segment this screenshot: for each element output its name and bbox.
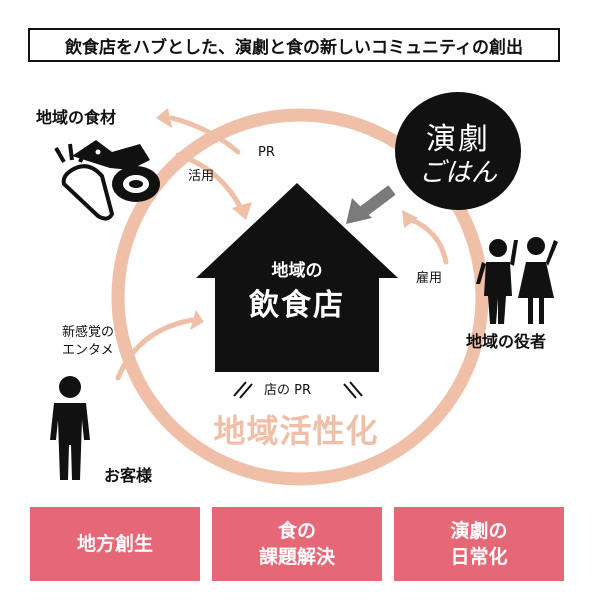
outcome-2-line2: 課題解決 — [258, 546, 335, 568]
customers-label: お客様 — [104, 466, 153, 485]
new-sense-label-1: 新感覚の — [62, 325, 115, 340]
outcome-1-line1: 地方創生 — [76, 533, 153, 555]
utilize-arrow — [175, 152, 245, 213]
customer-arrowhead — [190, 310, 204, 330]
employ-arrow — [409, 217, 449, 265]
slash-right-2 — [349, 381, 363, 397]
shop-pr-label: 店の PR — [264, 383, 312, 398]
brand-line2: ごはん — [418, 158, 497, 188]
outcome-3-line2: 日常化 — [450, 546, 508, 568]
community-cycle-ring — [111, 108, 489, 486]
engeki-gohan-logo: 演劇 ごはん — [395, 92, 521, 210]
ingredients-icon — [54, 140, 160, 221]
slash-right-1 — [343, 383, 357, 399]
utilize-label: 活用 — [188, 169, 215, 184]
customer-icon — [50, 376, 90, 480]
outcome-box-regional-revitalization: 地方創生 — [30, 507, 200, 581]
employ-label: 雇用 — [416, 271, 443, 286]
outcome-box-food-issues: 食の 課題解決 — [212, 507, 382, 581]
brand-to-hub-arrow — [356, 185, 396, 219]
new-sense-label-2: エンタメ — [62, 343, 114, 358]
brand-to-hub-arrowhead — [346, 198, 372, 224]
brand-line1: 演劇 — [426, 122, 490, 157]
utilize-arrowhead — [232, 202, 252, 220]
outcome-2-line1: 食の — [277, 520, 316, 542]
hub-house-shape — [196, 183, 398, 372]
slash-left-2 — [239, 383, 253, 399]
pr-label: PR — [258, 145, 275, 160]
regional-activation-label: 地域活性化 — [213, 412, 379, 450]
slash-left-1 — [233, 381, 247, 397]
actors-icon — [476, 237, 558, 324]
hub-label-line1: 地域の — [271, 261, 323, 281]
pr-arrowhead — [156, 108, 172, 128]
outcome-box-theater-everyday: 演劇の 日常化 — [394, 507, 564, 581]
diagram-title: 飲食店をハブとした、演劇と食の新しいコミュニティの創出 — [28, 28, 560, 62]
hub-label-line2: 飲食店 — [249, 288, 345, 323]
local-ingredients-label: 地域の食材 — [36, 108, 117, 127]
outcome-3-line1: 演劇の — [450, 520, 508, 542]
pr-arrow — [169, 115, 241, 155]
customer-arrow — [115, 317, 195, 381]
local-actors-label: 地域の役者 — [466, 332, 547, 351]
employ-arrowhead — [402, 210, 418, 228]
